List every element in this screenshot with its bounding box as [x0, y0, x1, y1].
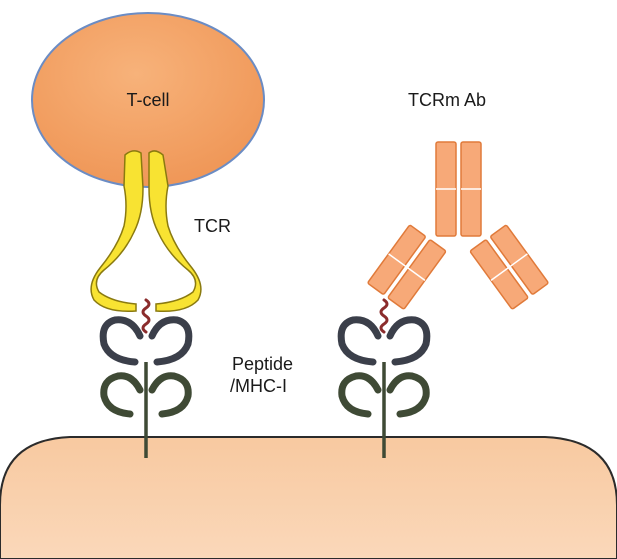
tcrm-antibody [367, 141, 549, 310]
mhc-right-alpha3 [338, 372, 430, 418]
peptide-label-line2: /MHC-I [230, 376, 287, 396]
tcr-label: TCR [194, 216, 231, 236]
mhc-left-alpha3 [100, 372, 192, 418]
tcrm-ab-label: TCRm Ab [408, 90, 486, 110]
peptide-left [141, 298, 151, 334]
peptide-right [379, 298, 389, 334]
mhc-left-alpha12 [99, 316, 193, 366]
mhc-right-alpha12 [337, 316, 431, 366]
tcr-right-chain [148, 150, 202, 313]
t-cell-label: T-cell [126, 90, 169, 110]
antibody-fab-right [469, 224, 549, 310]
antibody-fab-left [367, 224, 447, 310]
peptide-label-line1: Peptide [232, 354, 293, 374]
t-cell [31, 12, 265, 188]
target-cell [0, 436, 617, 559]
tcr-left-chain [90, 150, 144, 313]
